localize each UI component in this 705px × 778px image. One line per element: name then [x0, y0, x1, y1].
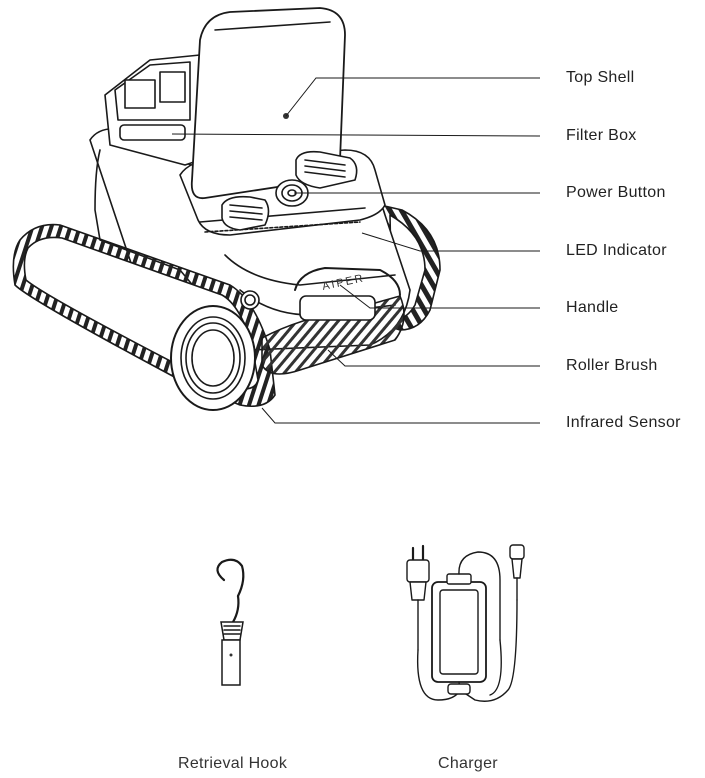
callout-infrared-sensor: Infrared Sensor [566, 414, 681, 431]
callout-power-button: Power Button [566, 184, 666, 201]
leader-infrared-sensor [261, 407, 540, 424]
charger-illustration [406, 544, 525, 702]
left-wheel [170, 305, 256, 411]
retrieval-hook-illustration [216, 558, 245, 686]
filter-box [104, 54, 201, 166]
callout-top-shell: Top Shell [566, 69, 635, 86]
callout-roller-brush: Roller Brush [566, 357, 658, 374]
leader-top-shell [285, 77, 540, 117]
callout-led-indicator: LED Indicator [566, 242, 667, 259]
left-vent [221, 195, 270, 231]
leader-led-indicator [361, 232, 540, 252]
caption-retrieval-hook: Retrieval Hook [178, 755, 288, 772]
pool-robot-illustration: AIPER [12, 7, 441, 411]
caption-charger: Charger [438, 755, 498, 772]
callout-handle: Handle [566, 299, 619, 316]
leader-handle [339, 284, 540, 309]
callout-filter-box: Filter Box [566, 127, 637, 144]
leader-lines [171, 77, 541, 424]
leader-filter-box [171, 133, 541, 137]
leader-roller-brush [327, 349, 540, 367]
